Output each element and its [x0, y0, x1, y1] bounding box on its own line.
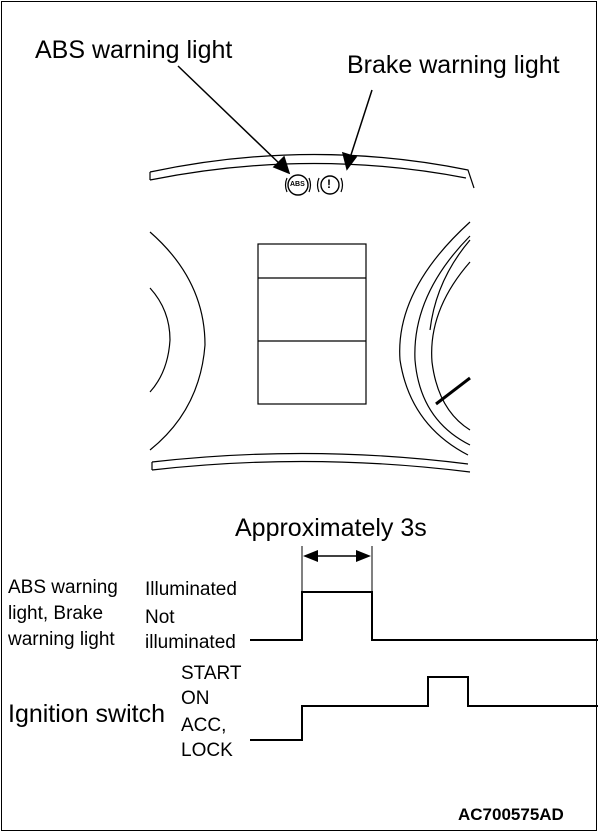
ignition-switch-label: Ignition switch	[8, 700, 166, 728]
warning-row-label-3: warning light	[8, 629, 115, 650]
instrument-cluster	[149, 153, 475, 473]
warning-row-label-1: ABS warning	[8, 577, 118, 598]
state-illuminated: Illuminated	[145, 579, 237, 600]
abs-leader	[177, 65, 283, 167]
figure-code: AC700575AD	[458, 805, 564, 824]
right-gauge	[399, 221, 471, 456]
ignition-waveform	[250, 676, 598, 741]
abs-warning-light-label: ABS warning light	[35, 36, 233, 64]
timing-diagram	[250, 546, 598, 741]
brake-symbol-text: !	[327, 177, 331, 191]
brake-warning-light-label: Brake warning light	[347, 51, 560, 79]
state-not-illuminated-1: Not	[145, 607, 175, 628]
brake-leader	[349, 89, 373, 159]
state-not-illuminated-2: illuminated	[145, 632, 236, 653]
cluster-bezel-outer	[149, 153, 475, 189]
cluster-housing-bottom	[151, 460, 471, 473]
duration-label: Approximately 3s	[235, 514, 427, 542]
center-display	[257, 243, 367, 405]
state-start: START	[181, 663, 242, 684]
right-gauge-needle	[435, 376, 471, 406]
abs-lamp-icon	[287, 174, 309, 196]
warning-row-label-2: light, Brake	[8, 603, 104, 624]
warning-light-waveform	[250, 591, 598, 641]
state-lock: LOCK	[181, 740, 233, 761]
state-on: ON	[181, 688, 210, 709]
state-acc: ACC,	[181, 715, 227, 736]
left-gauge	[149, 231, 206, 451]
brake-lamp-icon	[320, 175, 340, 195]
callout-leaders	[177, 65, 373, 175]
abs-symbol-text: ABS	[290, 181, 305, 188]
cluster-bezel-inner	[149, 162, 467, 181]
